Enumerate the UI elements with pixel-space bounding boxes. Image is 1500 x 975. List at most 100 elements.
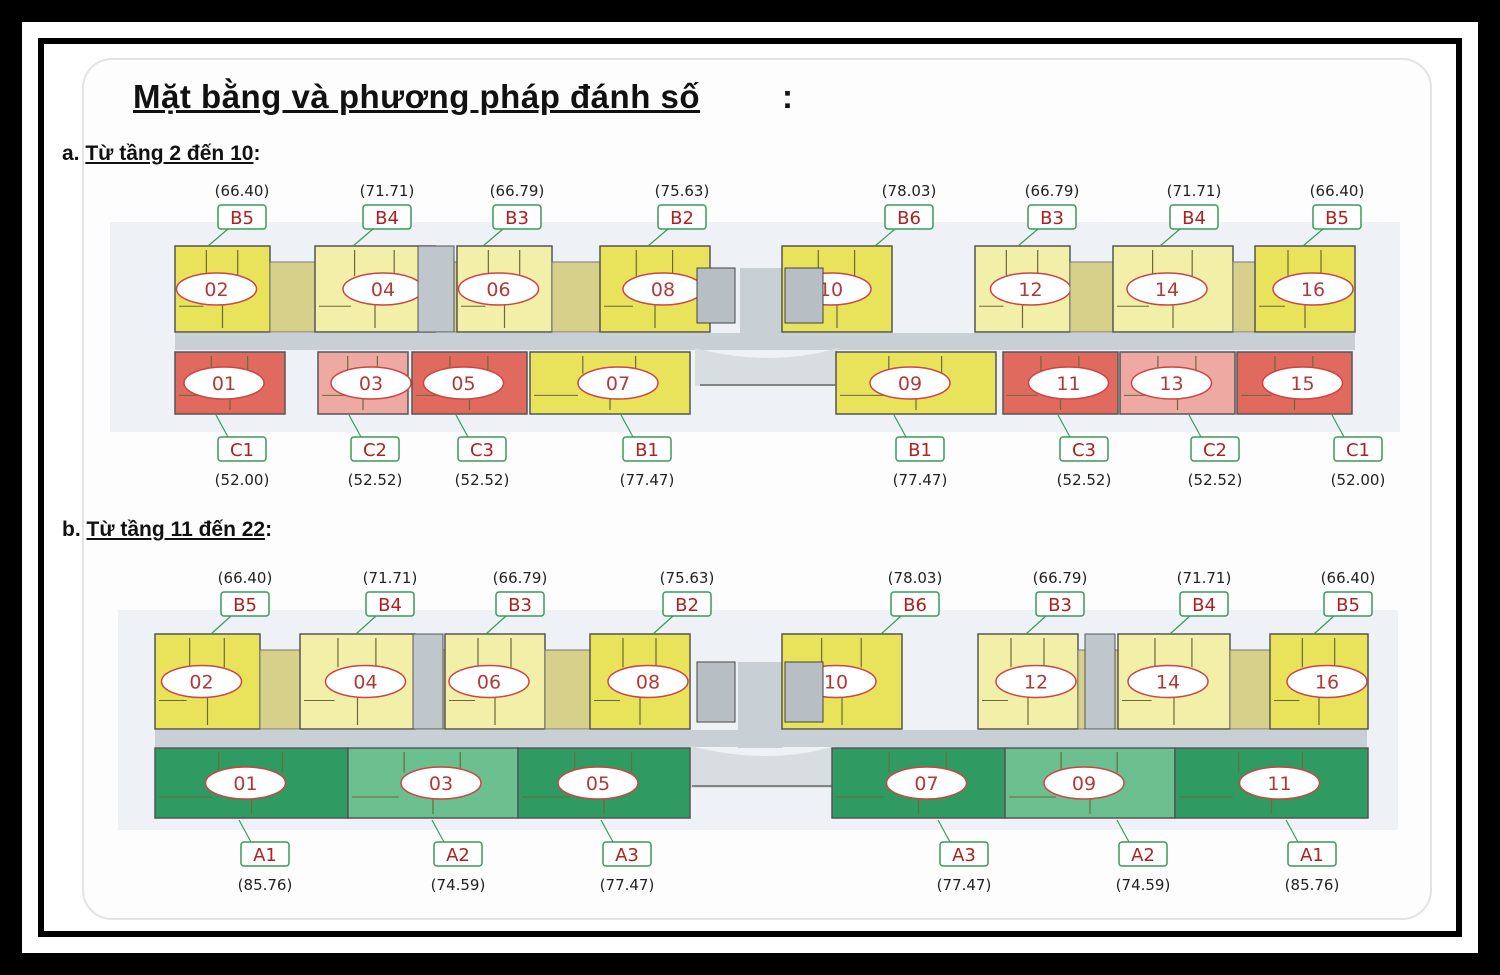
unit-type-code: B4 [375, 208, 399, 229]
unit-number-label: 06 [486, 279, 510, 301]
unit-type-code: B3 [1040, 208, 1064, 229]
unit-type-code: A2 [446, 845, 470, 866]
section-a-courtyard [695, 348, 838, 386]
unit-number-oval [183, 366, 265, 400]
unit-type-tag [1190, 436, 1240, 462]
unit-type-tag [662, 591, 712, 617]
unit-number-oval [400, 766, 482, 800]
section-a-prefix: a. [62, 142, 80, 165]
unit-number-oval [1043, 766, 1125, 800]
elevator-core [696, 661, 736, 723]
unit-number-label: 16 [1301, 279, 1325, 301]
unit-type-code: A2 [1131, 845, 1155, 866]
unit-area-label: (52.52) [348, 471, 403, 489]
unit-number-oval [175, 272, 258, 306]
unit-area-label: (52.52) [1188, 471, 1243, 489]
tag-leader [355, 615, 377, 635]
unit-type-code: A1 [253, 845, 277, 866]
unit-number-oval [1261, 366, 1344, 400]
unit-number-label: 03 [359, 373, 383, 395]
unit-number-label: 10 [819, 279, 843, 301]
section-b-heading: b. Từ tầng 11 đến 22: [62, 518, 272, 542]
unit-area-label: (75.63) [655, 182, 710, 200]
unit-number-label: 05 [451, 373, 475, 395]
tag-leader [455, 414, 469, 438]
unit-area-label: (74.59) [431, 876, 486, 894]
unit-area-label: (52.52) [455, 471, 510, 489]
unit-number-label: 02 [189, 672, 213, 694]
unit-type-tag [1118, 841, 1168, 867]
tag-leader [431, 819, 445, 843]
tag-leader [1025, 615, 1047, 635]
unit-type-tag [217, 436, 267, 462]
tag-leader [937, 819, 951, 843]
tag-leader [238, 819, 252, 843]
unit-number-label: 06 [477, 672, 501, 694]
tag-leader [600, 819, 614, 843]
tag-leader [352, 228, 374, 247]
service-strip [551, 261, 601, 333]
unit-number-oval [1126, 272, 1208, 306]
elevator-core [784, 661, 824, 723]
unit-number-label: 08 [636, 672, 660, 694]
unit-number-oval [448, 664, 530, 699]
unit-number-label: 04 [353, 672, 377, 694]
tag-leader [1057, 414, 1071, 438]
unit-type-code: B5 [230, 208, 254, 229]
section-a-lobby [740, 268, 782, 350]
unit-area-label: (66.79) [1025, 182, 1080, 200]
unit-type-tag [884, 204, 934, 230]
unit-number-label: 14 [1156, 672, 1180, 694]
unit-number-label: 12 [1018, 279, 1042, 301]
unit-type-tag [217, 204, 267, 230]
unit-number-label: 01 [212, 373, 236, 395]
tag-leader [1116, 819, 1130, 843]
unit-number-oval [1286, 664, 1368, 699]
section-b-label: Từ tầng 11 đến 22 [86, 518, 266, 541]
unit-number-oval [577, 366, 659, 400]
section-b-lobby [738, 662, 783, 748]
unit-number-label: 02 [204, 279, 228, 301]
unit-number-label: 12 [1024, 672, 1048, 694]
unit-type-code: C2 [1203, 440, 1227, 461]
unit-number-label: 04 [371, 279, 395, 301]
tag-leader [215, 414, 229, 438]
tag-leader [880, 615, 902, 635]
unit-area-label: (52.00) [1331, 471, 1386, 489]
unit-number-label: 03 [429, 773, 453, 795]
unit-number-oval [557, 766, 639, 800]
unit-type-code: B3 [508, 595, 532, 616]
unit-number-oval [160, 664, 243, 699]
unit-type-tag [939, 841, 989, 867]
unit-type-tag [602, 841, 652, 867]
tag-leader [647, 228, 669, 247]
unit-type-tag [895, 436, 945, 462]
page-title: Mặt bằng và phương pháp đánh số [133, 78, 701, 115]
tag-leader [1017, 228, 1039, 247]
unit-number-label: 11 [1267, 773, 1291, 795]
unit-type-tag [1312, 204, 1362, 230]
unit-number-label: 11 [1056, 373, 1080, 395]
unit-area-label: (71.71) [1177, 569, 1232, 587]
unit-type-tag [457, 436, 507, 462]
unit-number-label: 13 [1159, 373, 1183, 395]
unit-number-label: 14 [1155, 279, 1179, 301]
unit-number-oval [422, 366, 505, 400]
unit-area-label: (85.76) [238, 876, 293, 894]
unit-type-code: C1 [230, 440, 254, 461]
section-a-label: Từ tầng 2 đến 10 [85, 142, 254, 165]
stair-core [412, 633, 444, 730]
unit-type-code: B5 [1336, 595, 1360, 616]
unit-number-oval [1238, 766, 1321, 800]
unit-number-oval [330, 366, 412, 400]
unit-area-label: (85.76) [1285, 876, 1340, 894]
unit-number-label: 16 [1315, 672, 1339, 694]
tag-leader [652, 615, 674, 635]
tag-leader [1313, 615, 1335, 635]
unit-type-tag [657, 204, 707, 230]
service-strip [544, 649, 591, 730]
unit-type-tag [362, 204, 412, 230]
unit-type-tag [890, 591, 940, 617]
unit-area-label: (77.47) [937, 876, 992, 894]
unit-type-code: B4 [378, 595, 402, 616]
